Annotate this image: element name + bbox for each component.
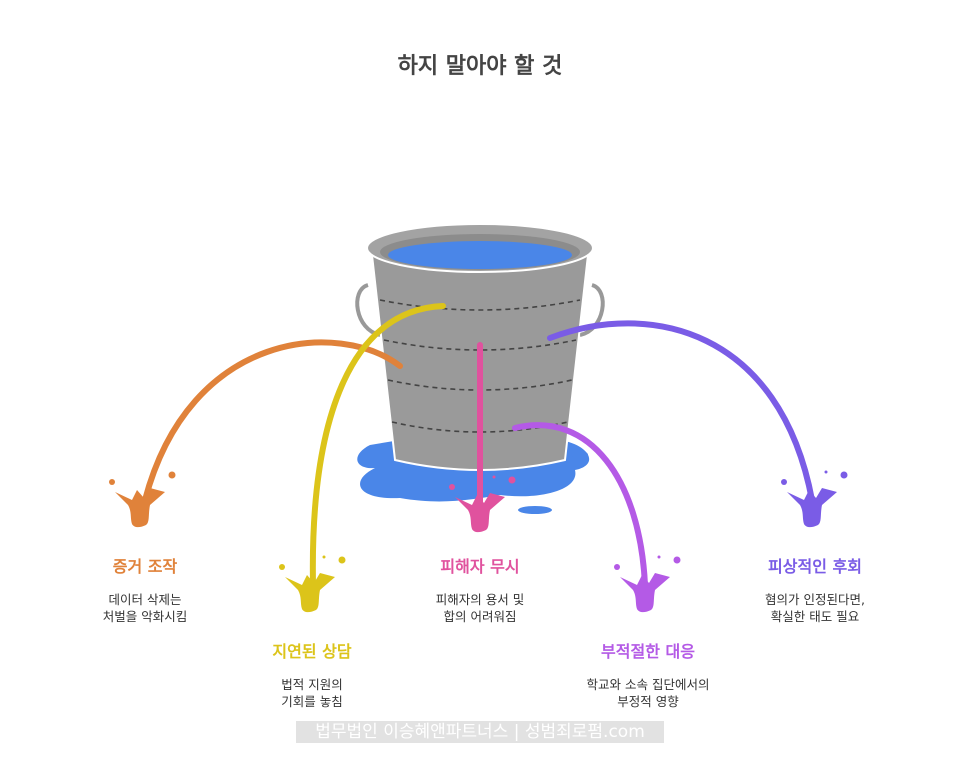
stream-0 bbox=[142, 339, 403, 503]
watermark: 법무법인 이승혜앤파트너스 | 성범죄로펌.com bbox=[296, 721, 664, 743]
droplet bbox=[152, 470, 156, 474]
droplet bbox=[781, 479, 787, 485]
item-desc: 혐의가 인정된다면, 확실한 태도 필요 bbox=[765, 592, 865, 624]
droplet bbox=[338, 556, 346, 564]
splash-0 bbox=[115, 488, 165, 528]
droplet bbox=[840, 471, 848, 479]
item-superficial-remorse: 피상적인 후회 혐의가 인정된다면, 확실한 태도 필요 bbox=[705, 553, 925, 625]
droplet bbox=[449, 484, 455, 490]
item-title: 피해자 무시 bbox=[440, 557, 520, 576]
item-desc: 데이터 삭제는 처벌을 악화시킴 bbox=[102, 592, 188, 624]
droplet bbox=[673, 556, 681, 564]
item-title: 피상적인 후회 bbox=[768, 557, 862, 576]
item-title: 부적절한 대응 bbox=[601, 642, 695, 661]
item-ignoring-victim: 피해자 무시 피해자의 용서 및 합의 어려워짐 bbox=[370, 553, 590, 625]
item-improper-response: 부적절한 대응 학교와 소속 집단에서의 부정적 영향 bbox=[538, 638, 758, 710]
stream-3 bbox=[512, 422, 648, 588]
droplet bbox=[657, 555, 661, 559]
item-desc: 학교와 소속 집단에서의 부정적 영향 bbox=[586, 677, 710, 709]
stream-1 bbox=[309, 303, 446, 588]
droplet bbox=[508, 476, 516, 484]
droplet bbox=[492, 475, 496, 479]
splash-2 bbox=[455, 493, 505, 533]
stream-4 bbox=[547, 320, 815, 503]
droplet bbox=[168, 471, 176, 479]
item-delayed-consultation: 지연된 상담 법적 지원의 기회를 놓침 bbox=[202, 638, 422, 710]
page-title: 하지 말아야 할 것 bbox=[397, 54, 563, 79]
droplet bbox=[614, 564, 620, 570]
splash-3 bbox=[620, 573, 670, 613]
droplet bbox=[824, 470, 828, 474]
item-evidence-tampering: 증거 조작 데이터 삭제는 처벌을 악화시킴 bbox=[35, 553, 255, 625]
item-desc: 법적 지원의 기회를 놓침 bbox=[281, 677, 343, 709]
item-title: 증거 조작 bbox=[112, 557, 178, 576]
item-desc: 피해자의 용서 및 합의 어려워짐 bbox=[435, 592, 525, 624]
splash-1 bbox=[285, 573, 335, 613]
droplet bbox=[279, 564, 285, 570]
item-title: 지연된 상담 bbox=[272, 642, 352, 661]
droplet bbox=[109, 479, 115, 485]
splash-4 bbox=[787, 488, 837, 528]
droplet bbox=[322, 555, 326, 559]
